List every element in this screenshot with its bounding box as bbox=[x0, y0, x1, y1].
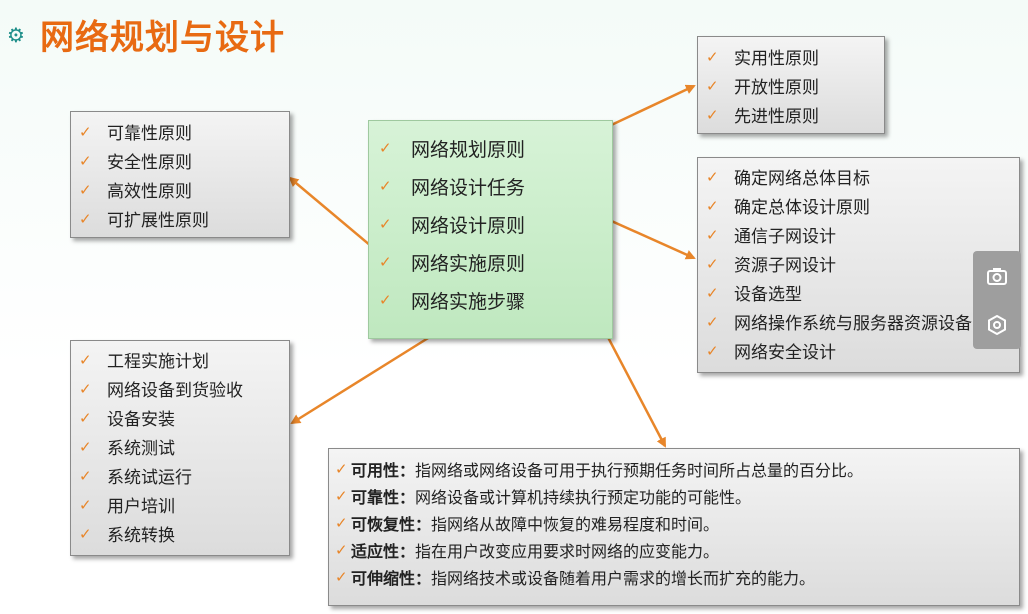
check-icon: ✓ bbox=[706, 283, 719, 302]
check-icon: ✓ bbox=[706, 167, 719, 186]
list-item: ✓先进性原则 bbox=[706, 105, 819, 128]
list-item: ✓确定总体设计原则 bbox=[706, 196, 870, 219]
check-icon: ✓ bbox=[706, 341, 719, 360]
check-icon: ✓ bbox=[79, 466, 92, 485]
check-icon: ✓ bbox=[79, 437, 92, 456]
definition-item: ✓可恢复性：指网络从故障中恢复的难易程度和时间。 bbox=[335, 513, 720, 534]
check-icon: ✓ bbox=[706, 76, 719, 95]
check-icon: ✓ bbox=[79, 495, 92, 514]
check-icon: ✓ bbox=[79, 524, 92, 543]
list-item: ✓用户培训 bbox=[79, 495, 175, 518]
list-item: ✓工程实施计划 bbox=[79, 350, 209, 373]
check-icon: ✓ bbox=[379, 253, 392, 271]
center-box: ✓网络规划原则 ✓网络设计任务 ✓网络设计原则 ✓网络实施原则 ✓网络实施步骤 bbox=[368, 120, 613, 339]
list-item: ✓可扩展性原则 bbox=[79, 209, 209, 232]
check-icon: ✓ bbox=[79, 151, 92, 170]
list-item: ✓系统试运行 bbox=[79, 466, 192, 489]
check-icon: ✓ bbox=[335, 459, 348, 478]
definition-item: ✓适应性：指在用户改变应用要求时网络的应变能力。 bbox=[335, 540, 720, 561]
top-right-box: ✓实用性原则 ✓开放性原则 ✓先进性原则 bbox=[697, 36, 885, 134]
center-item: ✓网络实施步骤 bbox=[379, 290, 526, 313]
check-icon: ✓ bbox=[706, 105, 719, 124]
center-item: ✓网络设计原则 bbox=[379, 214, 526, 237]
check-icon: ✓ bbox=[79, 350, 92, 369]
check-icon: ✓ bbox=[706, 254, 719, 273]
list-item: ✓网络设备到货验收 bbox=[79, 379, 243, 402]
check-icon: ✓ bbox=[379, 177, 392, 195]
list-item: ✓实用性原则 bbox=[706, 47, 819, 70]
definition-item: ✓可伸缩性：指网络技术或设备随着用户需求的增长而扩充的能力。 bbox=[335, 567, 816, 588]
list-item: ✓可靠性原则 bbox=[79, 122, 192, 145]
camera-icon[interactable] bbox=[973, 251, 1021, 300]
check-icon: ✓ bbox=[79, 122, 92, 141]
check-icon: ✓ bbox=[335, 540, 348, 559]
list-item: ✓系统测试 bbox=[79, 437, 175, 460]
definition-item: ✓可靠性：网络设备或计算机持续执行预定功能的可能性。 bbox=[335, 486, 752, 507]
mid-right-box: ✓确定网络总体目标 ✓确定总体设计原则 ✓通信子网设计 ✓资源子网设计 ✓设备选… bbox=[697, 157, 1020, 373]
check-icon: ✓ bbox=[79, 180, 92, 199]
check-icon: ✓ bbox=[706, 225, 719, 244]
check-icon: ✓ bbox=[79, 209, 92, 228]
list-item: ✓通信子网设计 bbox=[706, 225, 836, 248]
bottom-box: ✓可用性：指网络或网络设备可用于执行预期任务时间所占总量的百分比。 ✓可靠性：网… bbox=[328, 448, 1020, 606]
floating-toolbar bbox=[973, 251, 1021, 349]
center-item: ✓网络设计任务 bbox=[379, 176, 526, 199]
check-icon: ✓ bbox=[335, 567, 348, 586]
check-icon: ✓ bbox=[335, 486, 348, 505]
check-icon: ✓ bbox=[379, 215, 392, 233]
settings-hex-icon[interactable] bbox=[973, 300, 1021, 349]
check-icon: ✓ bbox=[706, 47, 719, 66]
check-icon: ✓ bbox=[79, 408, 92, 427]
left-top-box: ✓可靠性原则 ✓安全性原则 ✓高效性原则 ✓可扩展性原则 bbox=[70, 111, 290, 238]
page-title: 网络规划与设计 bbox=[40, 18, 285, 58]
check-icon: ✓ bbox=[706, 312, 719, 331]
list-item: ✓网络安全设计 bbox=[706, 341, 836, 364]
check-icon: ✓ bbox=[335, 513, 348, 532]
arrow-to-left-bottom bbox=[290, 328, 442, 425]
gear-icon: ⚙ bbox=[7, 23, 25, 47]
center-item: ✓网络实施原则 bbox=[379, 252, 526, 275]
list-item: ✓系统转换 bbox=[79, 524, 175, 547]
check-icon: ✓ bbox=[79, 379, 92, 398]
left-bottom-box: ✓工程实施计划 ✓网络设备到货验收 ✓设备安装 ✓系统测试 ✓系统试运行 ✓用户… bbox=[70, 340, 290, 556]
center-item: ✓网络规划原则 bbox=[379, 138, 526, 161]
check-icon: ✓ bbox=[379, 291, 392, 309]
list-item: ✓网络操作系统与服务器资源设备 bbox=[706, 312, 972, 335]
check-icon: ✓ bbox=[379, 139, 392, 157]
list-item: ✓设备安装 bbox=[79, 408, 175, 431]
list-item: ✓安全性原则 bbox=[79, 151, 192, 174]
list-item: ✓设备选型 bbox=[706, 283, 802, 306]
list-item: ✓高效性原则 bbox=[79, 180, 192, 203]
list-item: ✓资源子网设计 bbox=[706, 254, 836, 277]
check-icon: ✓ bbox=[706, 196, 719, 215]
definition-item: ✓可用性：指网络或网络设备可用于执行预期任务时间所占总量的百分比。 bbox=[335, 459, 864, 480]
list-item: ✓确定网络总体目标 bbox=[706, 167, 870, 190]
list-item: ✓开放性原则 bbox=[706, 76, 819, 99]
